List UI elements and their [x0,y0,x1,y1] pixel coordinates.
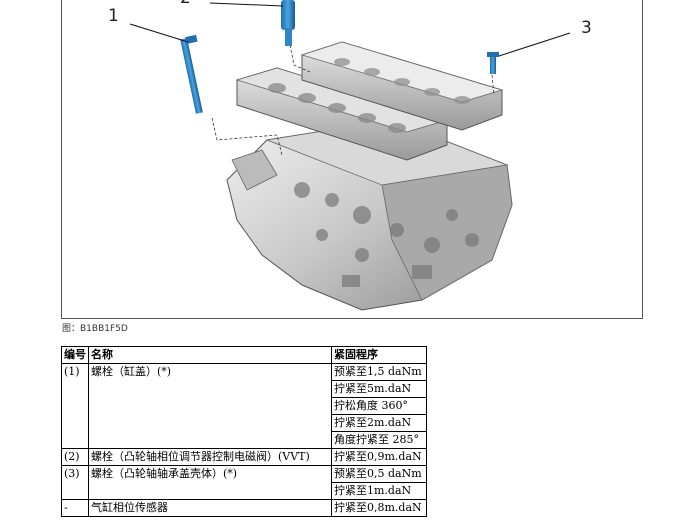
callout-1: 1 [108,6,119,26]
row-number: (2) [61,448,89,466]
row-step: 拧紧至2m.daN [331,414,427,432]
table-row: - 气缸相位传感器 拧紧至0,8m.daN [61,499,427,517]
row-name: 螺栓（凸轮轴相位调节器控制电磁阀）(VVT) [88,448,332,466]
engine-illustration [129,0,571,311]
row-number: (1) [61,363,89,449]
row-name: 螺栓（缸盖）(*) [88,363,332,449]
table-row: 拧紧至5m.daN [62,380,427,398]
row-step: 拧紧至0,9m.daN [331,448,427,466]
table-header-row: 编号 名称 紧固程序 [61,346,427,364]
table-row: 拧紧至1m.daN [62,482,427,500]
leader-lines [129,2,571,57]
row-name: 螺栓（凸轮轴轴承盖壳体）(*) [88,465,332,500]
bolt-3-icon [487,52,499,74]
table-row: (3) 螺栓（凸轮轴轴承盖壳体）(*) 预紧至0,5 daNm [61,465,427,500]
row-step: 预紧至0,5 daNm [331,465,427,483]
callout-3: 3 [581,18,592,38]
solenoid-2-icon [281,0,295,46]
table-row: (1) 螺栓（缸盖）(*) 预紧至1,5 daNm [61,363,427,449]
row-step: 拧松角度 360° [331,397,427,415]
row-number: (3) [61,465,89,500]
row-name: 气缸相位传感器 [88,499,332,517]
cylinder-head [231,67,449,191]
camshaft-housing [300,41,504,131]
header-name: 名称 [88,346,332,364]
row-number: - [61,499,89,517]
header-number: 编号 [61,346,89,364]
guide-lines [211,44,495,156]
row-step: 拧紧至5m.daN [331,380,427,398]
callout-2: 2 [180,0,191,8]
cylinder-block [226,119,513,311]
header-procedure: 紧固程序 [331,346,427,364]
table-row: 拧紧至2m.daN [62,414,427,432]
table-row: 拧松角度 360° [62,397,427,415]
row-step: 角度拧紧至 285° [331,431,427,449]
table-row: (2) 螺栓（凸轮轴相位调节器控制电磁阀）(VVT) 拧紧至0,9m.daN [61,448,427,466]
figure-caption: 图：B1BB1F5D [62,324,128,334]
bolt-1-icon [180,34,203,114]
torque-table: 编号 名称 紧固程序 (1) 螺栓（缸盖）(*) 预紧至1,5 daNm 拧紧至… [61,346,427,517]
row-step: 拧紧至1m.daN [331,482,427,500]
row-step: 拧紧至0,8m.daN [331,499,427,517]
row-step: 预紧至1,5 daNm [331,363,427,381]
figure-frame [61,0,643,319]
